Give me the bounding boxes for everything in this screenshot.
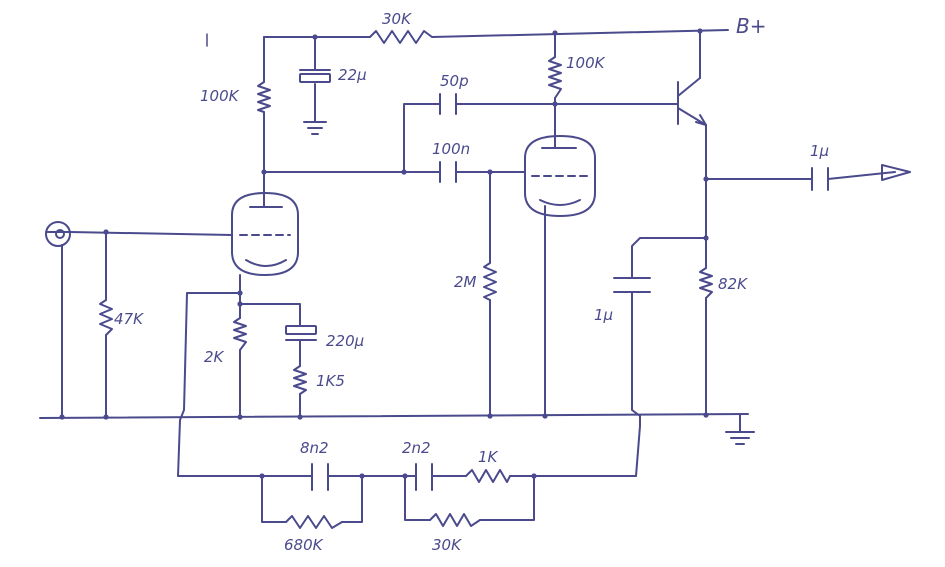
junction-dot [542,413,548,419]
resistor-plate1 [257,81,271,113]
label-r-eq2: 1K [478,448,499,466]
labels: 30K B+ 100K 22μ 50p 100K 100n 2M 1μ 47K … [114,10,829,554]
label-c-couple: 100n [432,140,470,158]
resistors [99,30,713,529]
output-arrow-icon [881,164,911,181]
capacitor-eq2 [415,463,433,491]
label-r-cathode: 2K [204,348,225,366]
wire-eq2-bypass [404,475,535,521]
label-supply: B+ [736,14,766,38]
valves [231,135,596,276]
capacitor-feedback [439,93,457,115]
junction-dot [552,30,558,36]
label-r-plate1: 100K [200,87,240,105]
ground-icon [725,431,755,445]
label-r-input: 47K [114,310,144,328]
wire-top-rail [263,29,729,38]
capacitor-cathode [285,325,317,341]
resistor-emitter [699,267,713,299]
resistor-input [99,299,113,336]
label-c-feedback: 50p [440,72,469,90]
label-c-decouple: 22μ [338,66,367,84]
capacitor-output [811,167,829,191]
capacitors [285,69,829,491]
wire-input [69,231,233,236]
label-r-eq3: 30K [432,536,462,554]
junction-dot [59,414,65,420]
label-r-top-series: 30K [382,10,412,28]
resistor-cathode [233,317,247,351]
wire-ground-bus [39,413,749,419]
label-r-grid: 2M [454,273,477,291]
junction-dot [297,414,303,420]
junction-dots [59,28,709,479]
junction-dot [359,473,365,479]
label-r-cathode-series: 1K5 [316,372,345,390]
capacitor-couple [439,161,457,183]
resistor-eq3 [429,513,481,527]
junction-dot [703,235,709,241]
wire-output [705,171,896,180]
junction-dot [261,169,267,175]
wire-eq-left [177,292,641,477]
symbols [45,121,911,445]
wire-cathode1-cap [239,303,301,417]
label-c-output: 1μ [810,142,829,160]
junction-dot [552,101,558,107]
triode-icon [524,135,596,217]
label-r-eq1: 680K [284,536,324,554]
ground-icon [303,121,327,135]
capacitor-eq1 [311,463,329,491]
label-c-eq2: 2n2 [402,439,431,457]
wire-eq1-bypass [261,475,363,523]
junction-dot [259,473,265,479]
transistor-icon [677,77,707,126]
label-c-emitter: 1μ [594,306,613,324]
junction-dot [103,414,109,420]
label-c-cathode: 220μ [326,332,364,350]
junction-dot [312,34,318,40]
label-c-eq1: 8n2 [300,439,329,457]
resistor-top-series [369,30,433,44]
junction-dot [402,473,408,479]
junction-dot [237,414,243,420]
junction-dot [703,176,709,182]
wire-feedback [403,103,679,173]
label-r-emitter: 82K [718,275,748,293]
capacitor-decouple [299,69,331,83]
junction-dot [703,412,709,418]
triode-icon [231,192,299,276]
junction-dot [487,413,493,419]
junction-dot [531,473,537,479]
resistor-cathode-series [293,365,307,395]
resistor-plate2 [548,56,562,99]
resistor-eq1 [285,515,343,529]
label-r-plate2: 100K [566,54,606,72]
junction-dot [237,301,243,307]
resistor-eq2 [465,469,511,483]
junction-dot [401,169,407,175]
capacitor-emitter [613,277,651,293]
resistor-grid2 [483,262,497,301]
junction-dot [237,290,243,296]
junction-dot [103,229,109,235]
wire-emitter-cap [631,237,707,417]
junction-dot [487,169,493,175]
input-jack-icon [45,221,71,247]
junction-dot [697,28,703,34]
